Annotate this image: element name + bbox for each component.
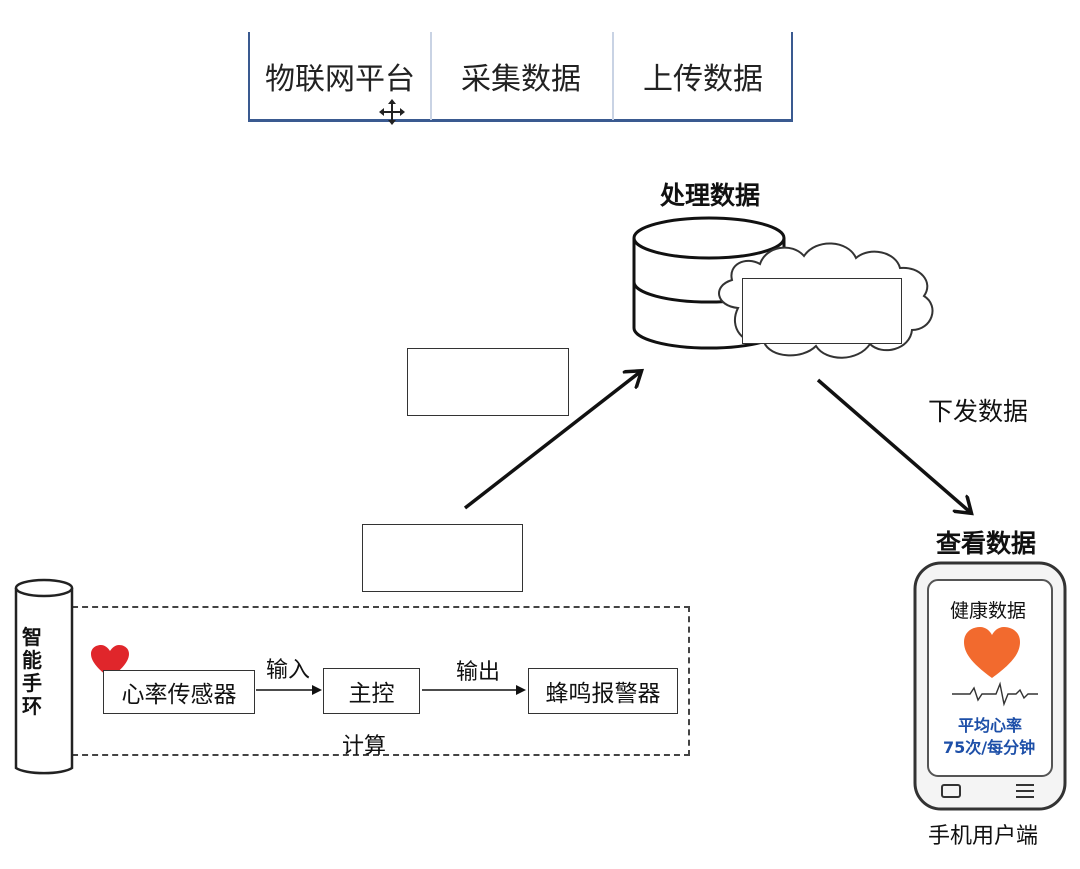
blank-answer-box-cloud[interactable] — [742, 278, 902, 344]
blank-answer-box-lower[interactable] — [362, 524, 523, 592]
phone-caption: 手机用户端 — [928, 824, 1039, 849]
word-bank-item-3[interactable]: 上传数据 — [643, 62, 763, 97]
blank-answer-box-upper[interactable] — [407, 348, 569, 416]
view-data-title: 查看数据 — [936, 529, 1037, 558]
wristband-icon — [14, 578, 74, 775]
move-cursor-icon — [379, 99, 405, 125]
home-button-icon — [941, 784, 961, 798]
word-bank-item-2[interactable]: 采集数据 — [461, 62, 581, 97]
compute-label: 计算 — [342, 734, 387, 759]
output-label: 输出 — [456, 660, 501, 685]
word-bank: 物联网平台 采集数据 上传数据 — [248, 32, 793, 122]
downlink-label: 下发数据 — [928, 397, 1029, 426]
input-label: 输入 — [266, 658, 311, 683]
phone-screen-title: 健康数据 — [950, 600, 1027, 622]
phone-avg-value: 75次/每分钟 — [943, 738, 1036, 757]
heart-rate-sensor-box: 心率传感器 — [103, 670, 255, 714]
word-bank-divider — [430, 32, 432, 120]
wristband-name: 智 能 手 环 — [22, 625, 42, 718]
main-controller-box: 主控 — [323, 668, 420, 714]
phone-icon — [913, 561, 1067, 811]
menu-button-icon — [1016, 784, 1034, 798]
heart-icon — [91, 645, 129, 678]
word-bank-item-1[interactable]: 物联网平台 — [265, 62, 415, 97]
word-bank-divider — [612, 32, 614, 120]
process-data-title: 处理数据 — [660, 181, 761, 210]
phone-avg-label: 平均心率 — [958, 716, 1023, 735]
buzzer-alarm-box: 蜂鸣报警器 — [528, 668, 678, 714]
